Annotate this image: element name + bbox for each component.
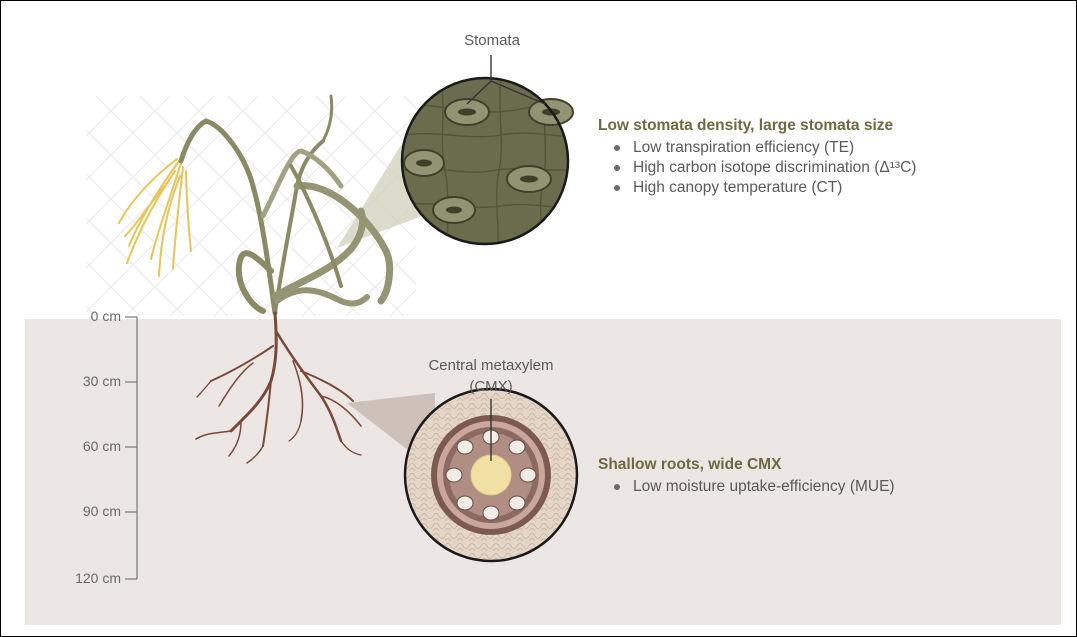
stomata-label: Stomata: [449, 32, 535, 49]
root-trait-list: Low moisture uptake-efficiency (MUE): [609, 477, 895, 497]
depth-tick-label: 90 cm: [41, 503, 121, 519]
leaf-trait-list: Low transpiration efficiency (TE) High c…: [609, 138, 916, 198]
depth-tick-label: 60 cm: [41, 438, 121, 454]
stomata-circle: [401, 78, 581, 251]
depth-tick-label: 120 cm: [41, 570, 121, 586]
cmx-label-line: Central metaxylem: [396, 355, 586, 376]
leaf-panel-heading: Low stomata density, large stomata size: [598, 117, 893, 135]
root-system: [196, 313, 361, 463]
leaf-trait-item: Low transpiration efficiency (TE): [609, 138, 916, 158]
cmx-label-line: (CMX): [396, 376, 586, 397]
depth-tick-label: 30 cm: [41, 373, 121, 389]
cmx-label: Central metaxylem (CMX): [396, 355, 586, 397]
leaf-trait-item: High canopy temperature (CT): [609, 178, 916, 198]
root-trait-item: Low moisture uptake-efficiency (MUE): [609, 477, 895, 497]
root-panel-heading: Shallow roots, wide CMX: [598, 456, 781, 474]
depth-scale: [125, 317, 137, 579]
leaf-trait-item: High carbon isotope discrimination (Δ¹³C…: [609, 158, 916, 178]
depth-tick-label: 0 cm: [41, 308, 121, 324]
